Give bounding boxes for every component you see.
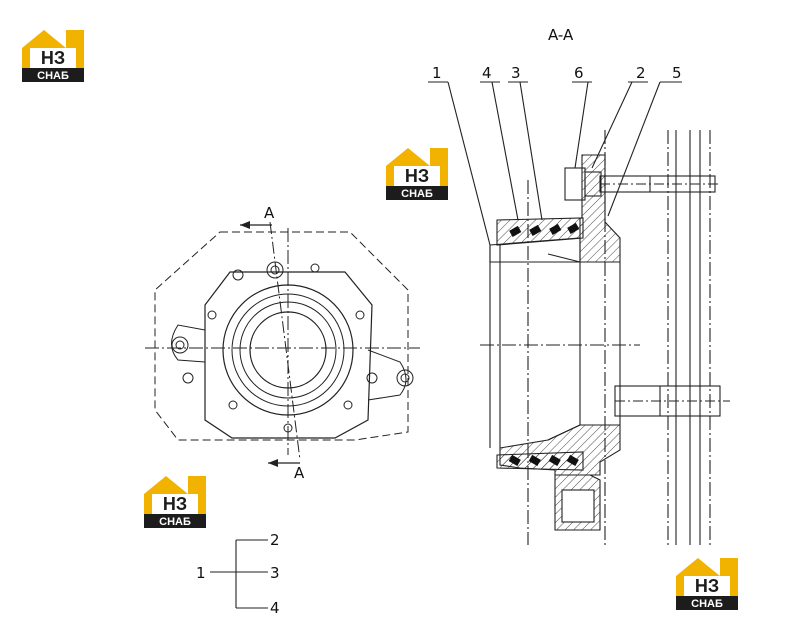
leader-2 (591, 81, 633, 169)
callout-1: 1 (432, 64, 442, 82)
logo-small-text: СНАБ (159, 516, 191, 528)
flange-plate (204, 271, 373, 439)
housing-outline (154, 231, 409, 441)
callout-4: 4 (482, 64, 492, 82)
logo-bottom-left: НЗ СНАБ (144, 476, 206, 528)
logo-small-text: СНАБ (401, 188, 433, 200)
callout-3: 3 (511, 64, 521, 82)
front-view (145, 221, 420, 467)
legend-parent: 1 (196, 564, 206, 582)
section-view (428, 81, 730, 545)
flange-lug-left (171, 324, 206, 363)
seal-lower (508, 454, 579, 466)
logo-small-text: СНАБ (691, 598, 723, 610)
section-mark-top: A (264, 204, 275, 222)
leader-1 (447, 81, 491, 246)
parts-tree (210, 539, 268, 609)
section-mark-bottom: A (294, 464, 305, 482)
bolt-holes (171, 261, 414, 433)
callout-6: 6 (574, 64, 584, 82)
logo-small-text: СНАБ (37, 70, 69, 82)
leader-3 (519, 81, 543, 221)
leader-4 (491, 81, 519, 221)
callout-2: 2 (636, 64, 646, 82)
section-line (269, 221, 301, 461)
housing-upper (579, 154, 621, 263)
logo-big-text: НЗ (41, 48, 65, 68)
logo-bottom-right: НЗ СНАБ (676, 558, 738, 610)
seal-upper (509, 222, 580, 237)
logo-big-text: НЗ (163, 494, 187, 514)
callout-5: 5 (672, 64, 682, 82)
flange-lug-right (367, 349, 407, 401)
logo-big-text: НЗ (695, 576, 719, 596)
section-title: A-A (548, 26, 574, 44)
logo-big-text: НЗ (405, 166, 429, 186)
leader-5 (607, 81, 661, 217)
logo-top-left: НЗ СНАБ (22, 30, 84, 82)
leader-6 (574, 81, 589, 169)
legend-child-2: 3 (270, 564, 280, 582)
logo-center: НЗ СНАБ (386, 148, 448, 200)
legend-child-3: 4 (270, 599, 280, 617)
legend-child-1: 2 (270, 531, 280, 549)
